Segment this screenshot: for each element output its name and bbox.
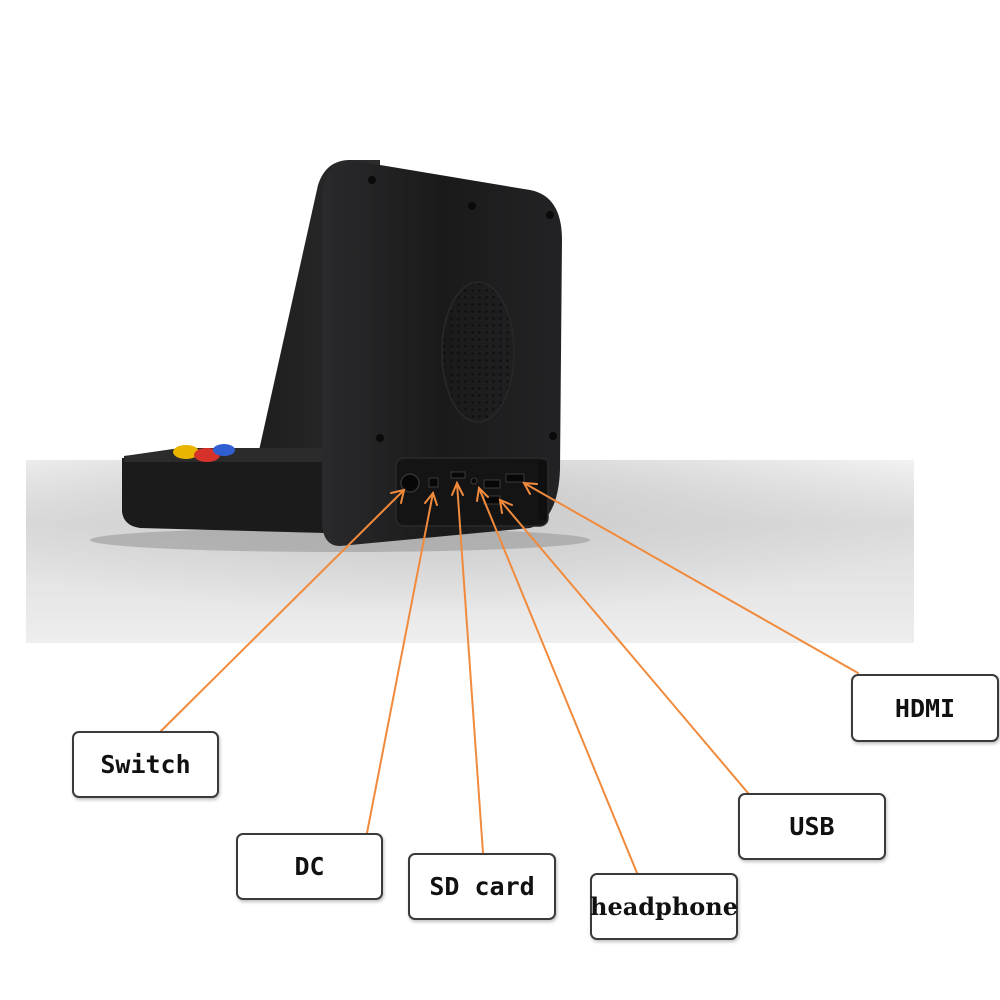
label-hdmi: HDMI [851,674,999,742]
headphone-arrow-icon [476,485,489,502]
usb-arrow-icon [498,498,513,514]
usb-leader-line [499,499,749,794]
label-dc: DC [236,833,383,900]
dc-port-icon [428,477,439,488]
label-usb: USB [738,793,886,860]
usb-port-icon [483,479,501,489]
port-recess [395,457,549,527]
label-switch: Switch [72,731,219,798]
switch-leader-line [159,489,405,733]
headphone-leader-line [478,487,638,874]
hdmi-arrow-icon [522,481,538,495]
screw-hole [468,202,476,210]
sd-port-icon [450,471,466,479]
blue-button [213,444,235,456]
screw-hole [546,211,554,219]
switch-port-icon [400,473,420,493]
label-headphone: headphone [590,873,738,940]
arcade-console [90,160,590,552]
hdmi-port-icon [505,473,525,483]
hdmi-leader-line [523,482,859,674]
dc-arrow-icon [424,490,438,506]
sd-arrow-icon [451,480,464,496]
sd-leader-line [456,482,484,854]
switch-arrow-icon [390,488,406,504]
dc-leader-line [366,492,434,834]
screw-hole [549,432,557,440]
leader-lines [159,480,859,874]
yellow-button [173,445,199,459]
screw-hole [376,434,384,442]
headphone-port-icon [470,477,478,485]
speaker-outline [441,281,515,423]
speaker-grill [442,282,514,422]
screw-hole [368,176,376,184]
label-sd-card: SD card [408,853,556,920]
mount-slot [538,460,547,520]
usb-port-icon [483,495,501,505]
